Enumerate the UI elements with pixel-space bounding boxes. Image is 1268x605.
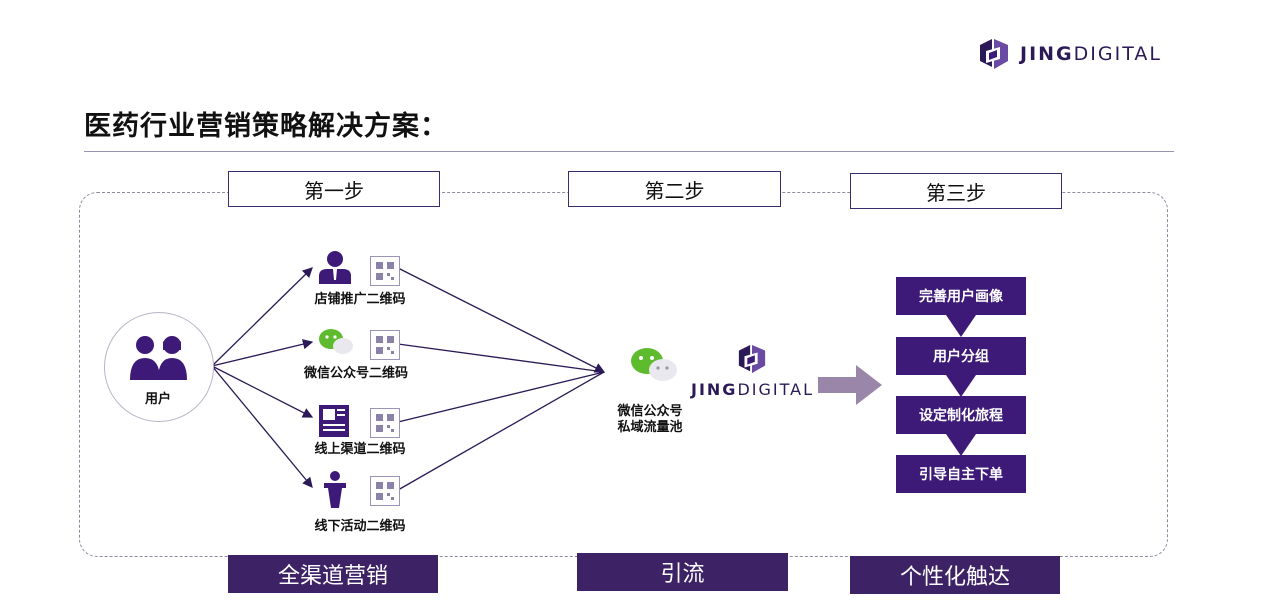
process-step-1: 完善用户画像: [896, 277, 1026, 315]
channel-label-store: 店铺推广二维码: [314, 292, 406, 307]
qr-code-icon: [370, 330, 400, 360]
mid-brand-name: JINGDIGITAL: [691, 380, 814, 399]
wechat-icon: [319, 329, 353, 354]
brand-name: JINGDIGITAL: [1020, 43, 1162, 65]
channel-label-online: 线上渠道二维码: [314, 442, 406, 457]
user-label: 用户: [144, 392, 171, 407]
pool-label: 微信公众号 私域流量池: [600, 404, 700, 436]
document-icon: [319, 405, 349, 437]
title-divider: [84, 151, 1174, 152]
down-arrow-icon: [946, 434, 976, 456]
step-3-header: 第三步: [850, 173, 1062, 209]
flow-arrow-icon: [818, 365, 882, 405]
brand-logo: JINGDIGITAL: [978, 37, 1178, 71]
step-1-header: 第一步: [228, 171, 440, 207]
process-step-3: 设定制化旅程: [896, 396, 1026, 434]
jingdigital-logo-icon: [738, 344, 766, 374]
wechat-pool-icon: [631, 348, 677, 381]
process-step-4: 引导自主下单: [896, 455, 1026, 493]
pool-label-line1: 微信公众号: [617, 404, 683, 419]
band-omnichannel: 全渠道营销: [228, 555, 438, 593]
qr-code-icon: [370, 408, 400, 438]
qr-code-icon: [370, 476, 400, 506]
staff-icon: [319, 251, 351, 284]
users-icon: [130, 336, 187, 380]
down-arrow-icon: [946, 375, 976, 397]
down-arrow-icon: [946, 315, 976, 337]
podium-icon: [324, 471, 346, 508]
channel-label-wechat: 微信公众号二维码: [303, 366, 408, 381]
pool-label-line2: 私域流量池: [617, 420, 683, 435]
process-step-2: 用户分组: [896, 337, 1026, 375]
qr-code-icon: [370, 256, 400, 286]
jingdigital-logo-icon: [980, 39, 1008, 69]
page-title: 医药行业营销策略解决方案：: [84, 111, 448, 142]
band-personalized: 个性化触达: [850, 556, 1060, 594]
step-2-header: 第二步: [568, 171, 781, 207]
channel-label-offline: 线下活动二维码: [314, 519, 406, 534]
user-node: [104, 312, 214, 422]
band-traffic: 引流: [577, 553, 788, 591]
